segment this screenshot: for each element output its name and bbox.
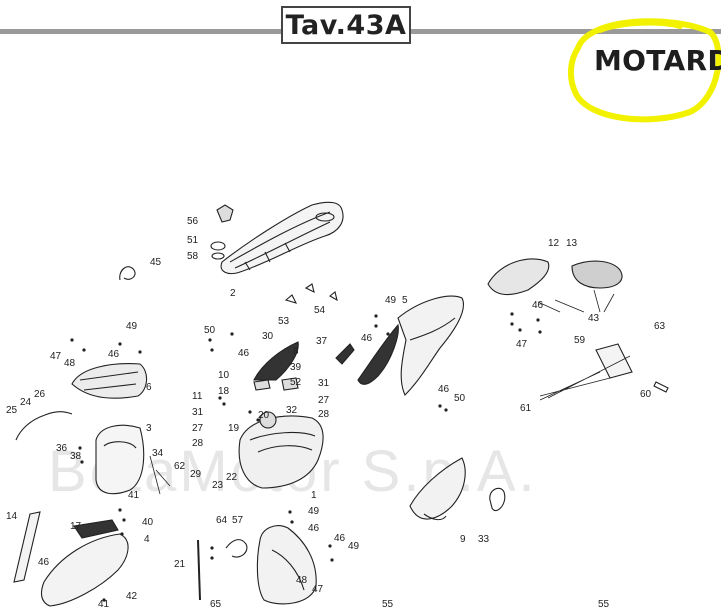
callout-label: 31 — [318, 378, 330, 389]
callout-label: 48 — [64, 358, 76, 369]
callout-label: 57 — [232, 515, 244, 526]
callout-label: 46 — [38, 557, 50, 568]
callout-label: 58 — [187, 251, 199, 262]
callout-label: 49 — [348, 541, 360, 552]
callout-label: 50 — [454, 393, 466, 404]
callout-label: 31 — [192, 407, 204, 418]
callout-label: 17 — [70, 521, 82, 532]
callout-label: 47 — [312, 584, 324, 595]
callout-label: 50 — [204, 325, 216, 336]
callout-label: 60 — [640, 389, 652, 400]
callout-label: 43 — [588, 313, 600, 324]
callout-label: 61 — [520, 403, 532, 414]
callout-label: 49 — [126, 321, 138, 332]
callout-label: 52 — [290, 377, 302, 388]
callout-label: 24 — [20, 397, 32, 408]
callout-label: 25 — [6, 405, 18, 416]
callout-label: 47 — [516, 339, 528, 350]
callout-label: 53 — [278, 316, 290, 327]
callout-label: 65 — [210, 599, 222, 610]
callout-label: 18 — [218, 386, 230, 397]
callout-label: 33 — [478, 534, 490, 545]
variant-badge: MOTARD — [594, 44, 721, 77]
callout-label: 14 — [6, 511, 18, 522]
callout-label: 49 — [385, 295, 397, 306]
callout-label: 27 — [318, 395, 330, 406]
callout-label: 21 — [174, 559, 186, 570]
header-rule-right — [411, 29, 721, 34]
callout-label: 20 — [258, 410, 270, 421]
callout-label: 59 — [574, 335, 586, 346]
callout-label: 47 — [50, 351, 62, 362]
callout-label: 27 — [192, 423, 204, 434]
callout-label: 55 — [598, 599, 610, 610]
callout-label: 40 — [142, 517, 154, 528]
callout-label: 63 — [654, 321, 666, 332]
callout-label: 9 — [460, 534, 466, 545]
callout-label: 19 — [228, 423, 240, 434]
callout-label: 22 — [226, 472, 238, 483]
header-rule-left — [0, 29, 281, 34]
callout-label: 46 — [334, 533, 346, 544]
callout-label: 10 — [218, 370, 230, 381]
callout-label: 30 — [262, 331, 274, 342]
callout-label: 29 — [190, 469, 202, 480]
callout-label: 38 — [70, 451, 82, 462]
callout-label: 45 — [150, 257, 162, 268]
clip-part — [119, 266, 136, 281]
callout-label: 46 — [308, 523, 320, 534]
callout-label: 36 — [56, 443, 68, 454]
callout-label: 56 — [187, 216, 199, 227]
table-title: Tav.43A — [281, 6, 411, 44]
callout-label: 28 — [318, 409, 330, 420]
callout-label: 48 — [296, 575, 308, 586]
highlight-circle — [568, 18, 721, 123]
callout-label: 46 — [361, 333, 373, 344]
callout-label: 26 — [34, 389, 46, 400]
callout-label: 46 — [238, 348, 250, 359]
callout-label: 32 — [286, 405, 298, 416]
callout-label: 37 — [316, 336, 328, 347]
callout-label: 4 — [144, 534, 150, 545]
callout-label: 12 — [548, 238, 560, 249]
callout-label: 23 — [212, 480, 224, 491]
callout-label: 55 — [382, 599, 394, 610]
callout-label: 64 — [216, 515, 228, 526]
callout-label: 3 — [146, 423, 152, 434]
callout-label: 51 — [187, 235, 199, 246]
callout-label: 46 — [532, 300, 544, 311]
callout-label: 11 — [192, 391, 203, 402]
callout-label: 42 — [126, 591, 138, 602]
callout-label: 1 — [311, 490, 317, 501]
callout-label: 2 — [230, 288, 236, 299]
callout-label: 46 — [438, 384, 450, 395]
callout-label: 46 — [108, 349, 120, 360]
callout-label: 41 — [98, 599, 110, 610]
callout-label: 28 — [192, 438, 204, 449]
callout-label: 54 — [314, 305, 326, 316]
seat-part — [220, 201, 344, 275]
callout-label: 39 — [290, 362, 302, 373]
callout-label: 8 — [293, 346, 299, 357]
callout-label: 6 — [146, 382, 152, 393]
callout-label: 13 — [566, 238, 578, 249]
callout-label: 62 — [174, 461, 186, 472]
callout-label: 34 — [152, 448, 164, 459]
callout-label: 41 — [128, 490, 140, 501]
callout-label: 5 — [402, 295, 408, 306]
callout-label: 49 — [308, 506, 320, 517]
